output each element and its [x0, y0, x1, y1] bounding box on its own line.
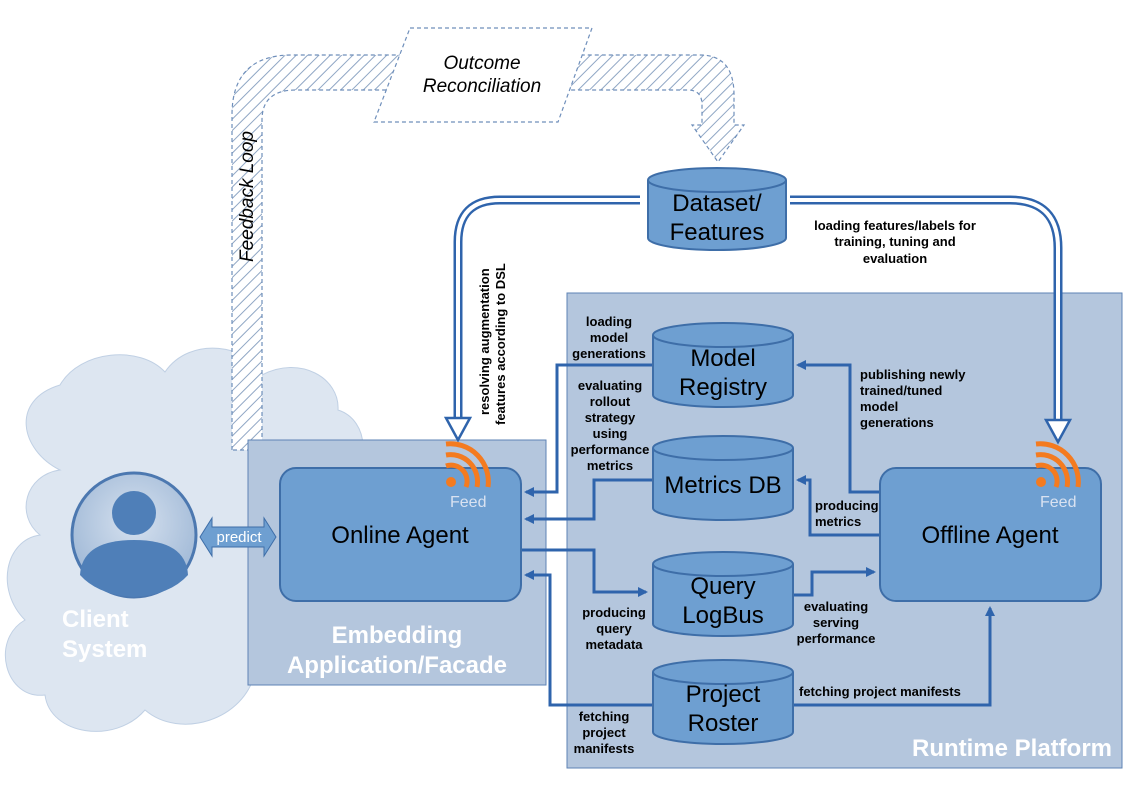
offline-agent-box	[879, 467, 1102, 602]
client-label-2: System	[62, 636, 147, 663]
edge-labels: loading features/labels for training, tu…	[477, 218, 976, 756]
offline-feed-label: Feed	[1040, 494, 1076, 511]
outcome-label-1: Outcome	[443, 53, 520, 74]
loading-features-label-3: evaluation	[863, 251, 927, 266]
fetching-left-label-3: manifests	[574, 741, 635, 756]
model-to-online-connector	[524, 363, 653, 497]
fetching-left-label-2: project	[582, 725, 626, 740]
resolving-label-1: resolving augmentation	[477, 268, 492, 415]
evaluating-rollout-label-1: evaluating	[578, 378, 642, 393]
loading-model-label-3: generations	[572, 346, 646, 361]
producing-query-label-1: producing	[582, 605, 646, 620]
client-label-1: Client	[62, 606, 129, 633]
query-label-2: LogBus	[682, 602, 763, 629]
predict-arrow	[199, 516, 277, 558]
loading-features-label-2: training, tuning and	[834, 234, 955, 249]
evaluating-rollout-label-4: using	[593, 426, 628, 441]
evaluating-serving-label-2: serving	[813, 615, 859, 630]
offline-agent-label: Offline Agent	[922, 522, 1059, 549]
user-avatar-icon	[70, 471, 198, 599]
dataset-label-1: Dataset/	[672, 190, 762, 217]
evaluating-rollout-label-6: metrics	[587, 458, 633, 473]
roster-label-2: Roster	[688, 710, 759, 737]
producing-metrics-label-1: producing	[815, 498, 879, 513]
project-roster-store	[652, 659, 794, 745]
model-label-2: Registry	[679, 374, 767, 401]
evaluating-rollout-label-3: strategy	[585, 410, 636, 425]
dataset-features-store	[647, 167, 787, 251]
evaluating-rollout-label-2: rollout	[590, 394, 631, 409]
metrics-db-label: Metrics DB	[664, 472, 781, 499]
dataset-to-offline-arrow	[790, 195, 1073, 445]
evaluating-serving-label-1: evaluating	[804, 599, 868, 614]
resolving-label-2: features according to DSL	[493, 263, 508, 425]
offline-to-metrics-connector	[796, 475, 880, 537]
connectors	[521, 360, 995, 707]
metrics-to-online-connector	[524, 478, 653, 524]
dataset-label-2: Features	[670, 219, 765, 246]
online-agent-label: Online Agent	[331, 522, 469, 549]
query-label-1: Query	[690, 573, 755, 600]
roster-to-online-connector	[524, 570, 653, 707]
online-agent-box	[279, 467, 522, 602]
loading-features-label-1: loading features/labels for	[814, 218, 976, 233]
publishing-label-1: publishing newly	[860, 367, 966, 382]
outcome-label-2: Reconciliation	[423, 76, 541, 97]
querylog-to-offline-connector	[792, 567, 876, 597]
publishing-label-3: model	[860, 399, 898, 414]
producing-metrics-label-2: metrics	[815, 514, 861, 529]
embedding-label-2: Application/Facade	[287, 652, 507, 679]
roster-to-offline-connector	[792, 606, 995, 707]
online-to-querylog-connector	[521, 548, 648, 597]
fetching-left-label-1: fetching	[579, 709, 630, 724]
loading-model-label-1: loading	[586, 314, 632, 329]
feedback-loop-label: Feedback Loop	[237, 131, 258, 262]
producing-query-label-3: metadata	[585, 637, 643, 652]
evaluating-serving-label-3: performance	[797, 631, 876, 646]
loading-model-label-2: model	[590, 330, 628, 345]
rss-feed-icon	[445, 441, 491, 488]
publishing-label-4: generations	[860, 415, 934, 430]
evaluating-rollout-label-5: performance	[571, 442, 650, 457]
predict-label: predict	[216, 529, 262, 546]
runtime-platform-label: Runtime Platform	[912, 735, 1112, 762]
producing-query-label-2: query	[596, 621, 632, 636]
model-label-1: Model	[690, 345, 755, 372]
outcome-reconciliation-box	[373, 27, 593, 123]
publishing-label-2: trained/tuned	[860, 383, 942, 398]
dataset-to-online-arrow	[443, 195, 640, 443]
fetching-right-label: fetching project manifests	[799, 684, 961, 699]
metrics-db-store	[652, 435, 794, 521]
rss-feed-icon	[1035, 441, 1081, 488]
model-registry-store	[652, 322, 794, 408]
roster-label-1: Project	[686, 681, 761, 708]
online-feed-label: Feed	[450, 494, 486, 511]
query-logbus-store	[652, 551, 794, 637]
embedding-label-1: Embedding	[332, 622, 463, 649]
offline-to-model-connector	[796, 360, 880, 494]
